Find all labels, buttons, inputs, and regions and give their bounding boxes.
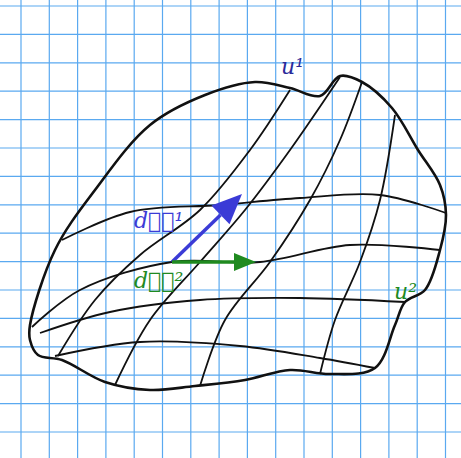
coordinate-label: u²	[394, 281, 417, 303]
grid-line	[0, 431, 461, 432]
coordinate-curve	[62, 194, 446, 240]
vector-label: dℓ⃗²	[134, 270, 183, 292]
vector-arrowhead	[234, 253, 256, 271]
coordinate-curve	[55, 341, 375, 368]
coordinate-curve	[40, 298, 405, 333]
grid-line	[49, 0, 50, 458]
coordinate-label: u¹	[281, 56, 304, 78]
grid-line	[0, 62, 461, 63]
vector-arrowhead	[211, 194, 242, 224]
tangent-vector	[172, 260, 234, 264]
coordinate-curve	[32, 245, 440, 327]
coordinate-curve	[115, 77, 340, 385]
grid-line	[0, 34, 461, 35]
coordinate-curve	[200, 82, 362, 386]
grid-line	[0, 5, 461, 6]
vector-label: dℓ⃗¹	[134, 210, 183, 232]
grid-line	[0, 403, 461, 404]
grid-line	[20, 0, 21, 458]
surface-outline	[29, 76, 446, 391]
